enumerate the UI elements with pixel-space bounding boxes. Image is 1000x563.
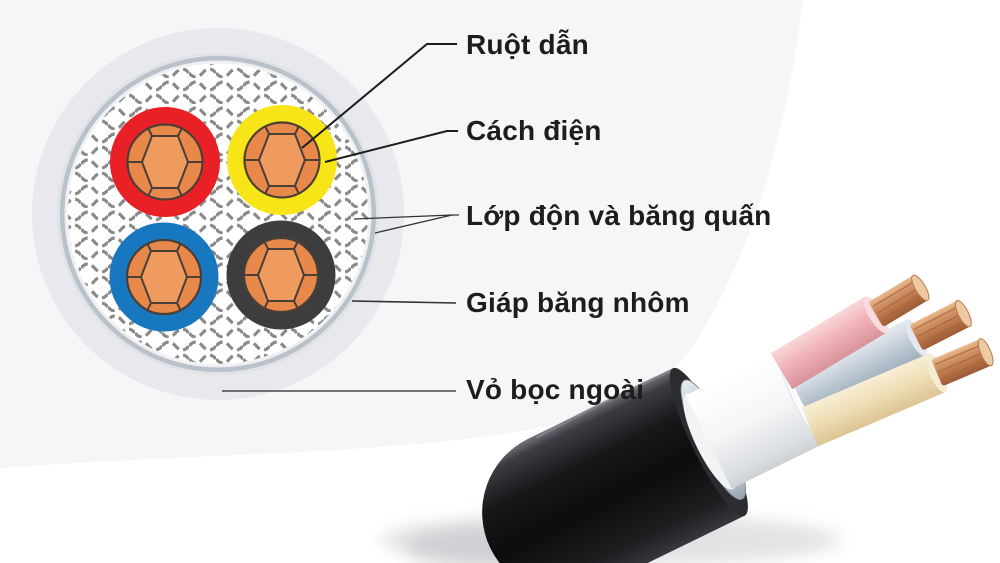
strand-hexagon — [257, 133, 307, 187]
strand-hexagon — [140, 135, 190, 189]
label-insulation: Cách điện — [466, 115, 602, 147]
photo-wire-cream — [801, 338, 994, 447]
cable-body — [482, 274, 994, 563]
strand-lines — [127, 243, 201, 311]
wire-cream-insulation — [801, 353, 946, 447]
label-conductor-text: Ruột dẫn — [466, 29, 589, 60]
label-insulation-text: Cách điện — [466, 115, 602, 146]
photo-outer-jacket — [482, 368, 745, 563]
conductor-blue — [109, 222, 219, 332]
leader-conductor — [301, 43, 457, 149]
strand-hexagon — [139, 250, 189, 304]
label-filler-tape-text: Lớp độn và băng quấn — [466, 200, 772, 231]
conductor-black — [226, 220, 336, 330]
photo-wire-gray — [790, 300, 972, 416]
wire-pink-insulation — [770, 296, 887, 390]
copper-tip-face — [911, 274, 930, 302]
label-aluminum-armor: Giáp băng nhôm — [466, 287, 690, 319]
leader-filler-tape — [353, 214, 459, 234]
copper-tip-face — [954, 300, 972, 328]
cable-photo — [380, 274, 994, 563]
cable-cross-section — [32, 28, 404, 400]
copper-tip-face — [977, 338, 994, 367]
label-conductor: Ruột dẫn — [466, 29, 589, 61]
label-outer-sheath-text: Vỏ bọc ngoài — [466, 374, 645, 405]
leader-insulation — [324, 130, 458, 163]
copper-strands — [913, 306, 966, 345]
photo-wire-pink — [770, 274, 930, 390]
copper-strands — [872, 281, 923, 321]
strand-lines — [244, 241, 318, 309]
strand-hexagon — [256, 248, 306, 302]
label-outer-sheath: Vỏ bọc ngoài — [466, 374, 644, 406]
strand-lines — [245, 126, 319, 194]
leader-aluminum-armor — [351, 300, 457, 304]
strand-lines — [128, 128, 202, 196]
label-filler-tape: Lớp độn và băng quấn — [466, 200, 771, 232]
conductor-yellow — [227, 105, 337, 215]
leader-lines — [222, 43, 459, 392]
wire-gray-insulation — [790, 319, 926, 416]
copper-strands — [935, 344, 988, 380]
conductor-red — [110, 107, 220, 217]
label-aluminum-armor-text: Giáp băng nhôm — [466, 287, 690, 318]
jacket-highlight — [535, 369, 673, 439]
